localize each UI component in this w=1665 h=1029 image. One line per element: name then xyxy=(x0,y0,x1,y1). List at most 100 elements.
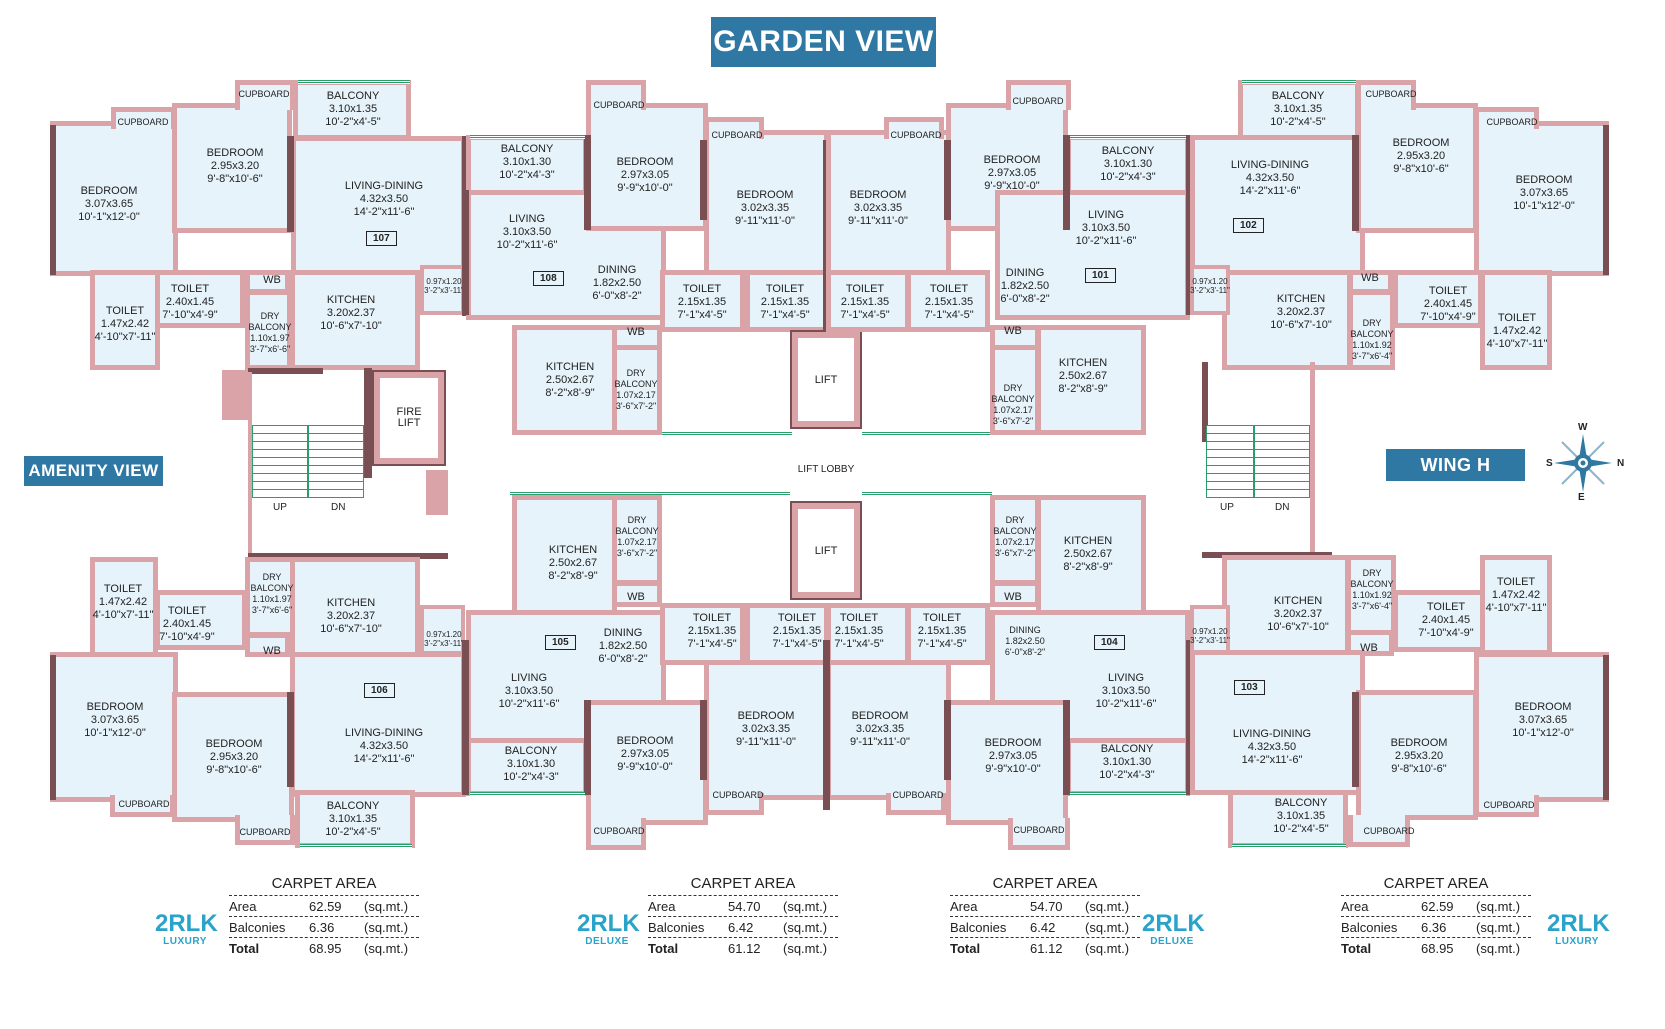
u105-dry-balcony xyxy=(612,495,662,585)
u107-cupboard1-label: CUPBOARD xyxy=(117,117,169,127)
right-staircase xyxy=(1206,425,1310,498)
u102-duct xyxy=(1190,265,1230,315)
u103-living xyxy=(1190,650,1365,795)
stair-divider xyxy=(1253,425,1255,498)
compass-north-label: N xyxy=(1617,458,1625,469)
stair-wall xyxy=(1202,362,1208,442)
u106-balcony-glazing xyxy=(300,844,412,848)
u106-wb xyxy=(245,633,290,657)
stairs-down-label: DN xyxy=(1275,502,1290,513)
bottom-lift: LIFT xyxy=(790,501,862,600)
u101-unit-number: 101 xyxy=(1085,268,1116,283)
garden-view-banner: GARDEN VIEW xyxy=(711,17,936,67)
u108-toilet2 xyxy=(745,270,829,332)
unit-type: 2RLK xyxy=(577,910,640,937)
u107-column xyxy=(50,125,56,275)
u106-unit-number: 106 xyxy=(364,683,395,698)
lobby-glazing xyxy=(862,492,992,496)
u105-wb-label: WB xyxy=(627,591,645,603)
stair-wall xyxy=(248,553,448,559)
u107-unit-number: 107 xyxy=(366,231,397,246)
u102-cupboard2 xyxy=(1356,80,1416,110)
u101-column xyxy=(1063,135,1070,230)
shaft xyxy=(222,370,252,420)
u104-unit-number: 104 xyxy=(1094,635,1125,650)
u106-wb-label: WB xyxy=(263,645,281,657)
u107-toilet2 xyxy=(155,270,245,328)
lift-label: LIFT xyxy=(814,544,838,557)
u103-cupboard2-label: CUPBOARD xyxy=(1363,826,1415,836)
u104-column xyxy=(944,700,951,780)
u104-column xyxy=(1063,700,1070,795)
u103-unit-number: 103 xyxy=(1234,680,1265,695)
top-lift: LIFT xyxy=(790,330,862,429)
u102-wb-label: WB xyxy=(1361,272,1379,284)
u106-cupboard2-label: CUPBOARD xyxy=(239,827,291,837)
unit-type-badge: 2RLK DELUXE xyxy=(1142,910,1205,948)
unit-type-badge: 2RLK LUXURY xyxy=(1547,910,1610,948)
u104-living xyxy=(990,610,1190,745)
u104-cupboard1-label: CUPBOARD xyxy=(1013,825,1065,835)
lift-lobby-label: LIFT LOBBY xyxy=(797,464,855,475)
u101-column xyxy=(1186,135,1193,315)
u107-balcony-glazing xyxy=(298,80,410,84)
u105-cupboard2-label: CUPBOARD xyxy=(712,790,764,800)
fire-lift-label: FIRE LIFT xyxy=(396,406,422,429)
u105-cupboard1-label: CUPBOARD xyxy=(593,826,645,836)
u104-cupboard2 xyxy=(886,793,946,815)
u102-unit-number: 102 xyxy=(1233,218,1264,233)
u106-cupboard2 xyxy=(235,815,295,845)
u102-toilet1 xyxy=(1480,270,1552,370)
u103-balcony-glazing xyxy=(1232,844,1346,848)
stairs-up-label: UP xyxy=(273,502,287,513)
u104-kitchen xyxy=(1036,495,1146,615)
unit-type: 2RLK xyxy=(1547,910,1610,937)
u104-cupboard1 xyxy=(1008,818,1070,850)
unit-type: 2RLK xyxy=(1142,910,1205,937)
u108-cupboard2 xyxy=(704,117,764,139)
u106-column xyxy=(50,655,56,800)
u101-column xyxy=(944,140,951,220)
u103-bedroom1 xyxy=(1474,652,1609,802)
u101-cupboard1-label: CUPBOARD xyxy=(1012,96,1064,106)
shaft xyxy=(426,470,448,515)
u108-bedroom1 xyxy=(586,103,708,231)
u108-bedroom2 xyxy=(704,130,829,280)
u102-cupboard1-label: CUPBOARD xyxy=(1486,117,1538,127)
